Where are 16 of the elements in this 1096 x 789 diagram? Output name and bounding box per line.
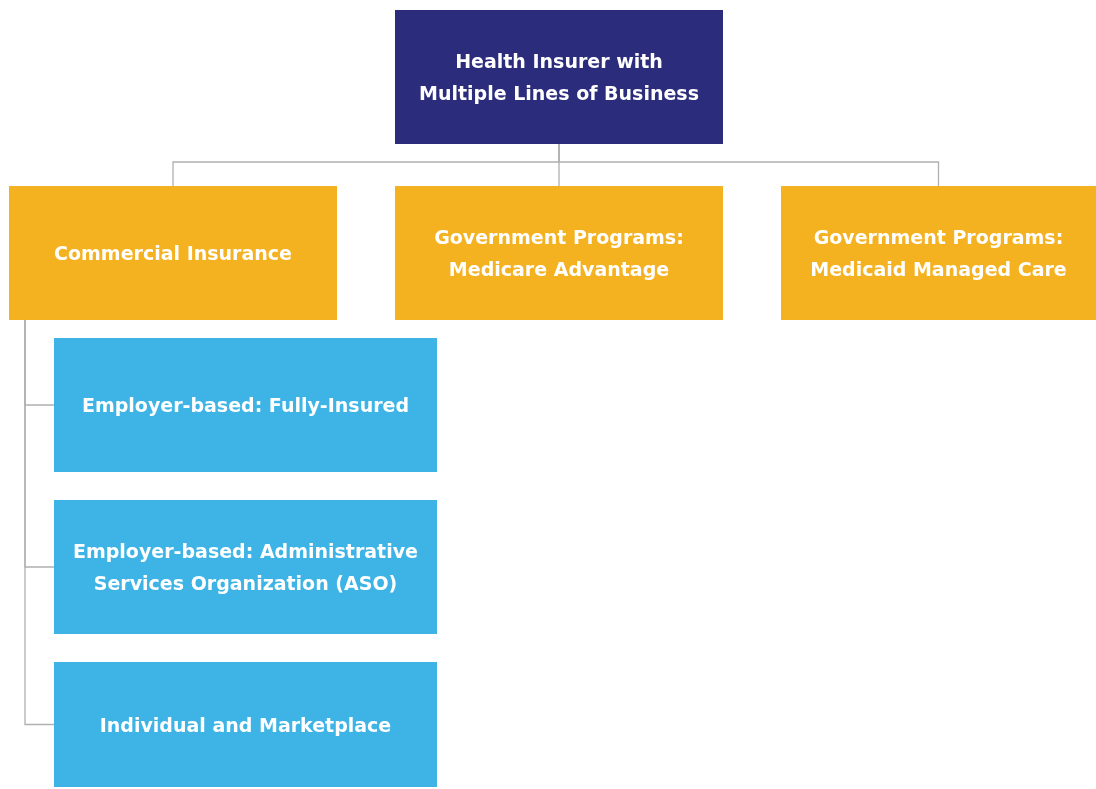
box-label: Commercial Insurance: [54, 241, 292, 266]
subcategory-box: [54, 338, 437, 472]
box-label: Employer-based: Fully-Insured: [81, 393, 409, 418]
box-label: Government Programs: Medicaid Managed Care: [809, 225, 1068, 282]
box-label: Employer-based: Administrative Services Organization (ASO): [72, 539, 419, 596]
category-box: [9, 186, 337, 320]
subcategory-box: [54, 662, 437, 787]
category-box: [395, 186, 723, 320]
connector-line: [24, 319, 55, 726]
category-box: [781, 186, 1096, 320]
root-box: [395, 10, 723, 144]
connector-line: [558, 143, 940, 187]
box-label: Health Insurer with Multiple Lines of Business: [418, 49, 700, 106]
box-label: Individual and Marketplace: [99, 712, 392, 738]
box-label: Government Programs: Medicare Advantage: [433, 225, 685, 282]
subcategory-box: [54, 500, 437, 634]
